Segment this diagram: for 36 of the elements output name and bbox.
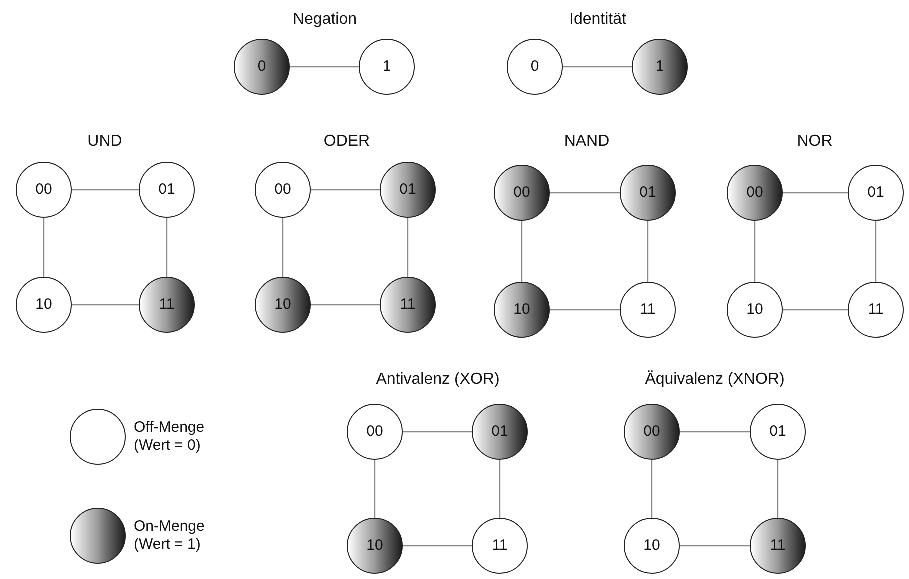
connector-line [72, 304, 139, 306]
function-title: NOR [797, 132, 833, 152]
connector-line [783, 192, 848, 194]
connector-line [777, 460, 779, 518]
connector-line [403, 545, 472, 547]
connector-line [499, 460, 501, 518]
function-title: Antivalenz (XOR) [376, 370, 500, 390]
connector-line [166, 218, 168, 277]
connector-line [550, 192, 620, 194]
legend-text: On-Menge (Wert = 1) [134, 518, 206, 554]
connector-line [311, 189, 380, 191]
connector-line [651, 460, 653, 518]
connector-line [290, 66, 359, 68]
connector-line [374, 460, 376, 518]
function-title: ODER [324, 132, 370, 152]
function-title: Identität [570, 10, 626, 30]
connector-line [680, 545, 750, 547]
connector-line [72, 189, 139, 191]
function-title: Negation [292, 10, 358, 30]
connector-line [647, 221, 649, 282]
connector-line [521, 221, 523, 282]
connector-line [311, 304, 380, 306]
connector-line [43, 218, 45, 277]
connector-line [563, 66, 632, 68]
connector-line [282, 218, 284, 277]
connector-line [680, 431, 750, 433]
connector-line [875, 221, 877, 282]
connector-line [407, 218, 409, 277]
function-title: Äquivalenz (XNOR) [645, 370, 785, 390]
connector-line [550, 309, 620, 311]
connector-line [754, 221, 756, 282]
function-title: NAND [564, 132, 610, 152]
connector-line [403, 431, 472, 433]
legend-text: Off-Menge (Wert = 0) [134, 419, 206, 455]
connector-line [783, 309, 848, 311]
function-title: UND [88, 132, 122, 152]
